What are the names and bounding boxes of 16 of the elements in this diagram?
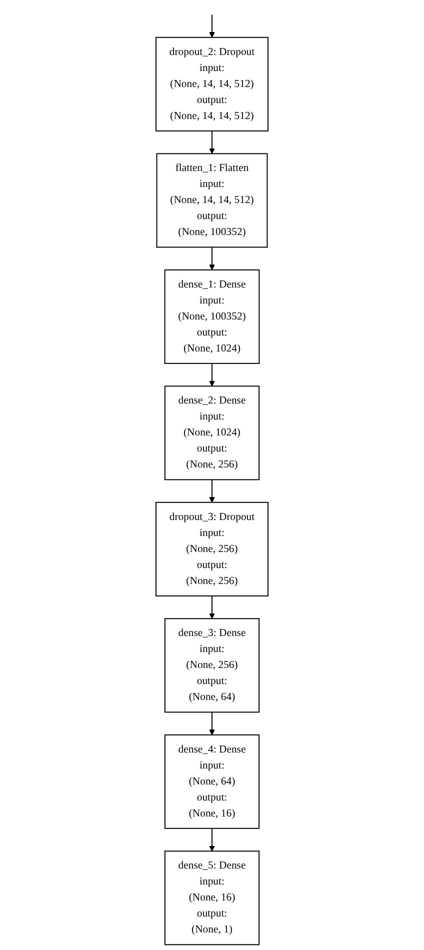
arrow [209, 828, 215, 852]
arrow [209, 595, 215, 619]
node-box: dense_1: Dense input: (None, 100352) output: (None, 1024) [164, 269, 260, 364]
node-box: dropout_3: Dropout input: (None, 256) output: (None, 256) [156, 502, 268, 596]
arrow [209, 712, 215, 736]
node-box: flatten_1: Flatten input: (None, 14, 14, 512) output: (None, 100352) [156, 153, 268, 248]
arrow [209, 246, 215, 270]
node-box: dropout_2: Dropout input: (None, 14, 14, 512) output: (None, 14, 14, 512) [156, 36, 268, 132]
node-box: dense_5: Dense input: (None, 16) output: (None, 1) [164, 850, 260, 946]
node-box: dense_4: Dense input: (None, 64) output: (None, 16) [164, 734, 260, 829]
node-box: dense_3: Dense input: (None, 256) output: (None, 64) [164, 618, 260, 713]
arrow [209, 362, 215, 386]
arrow [209, 479, 215, 503]
arrow [209, 130, 215, 154]
arrow [209, 14, 215, 38]
node-box: dense_2: Dense input: (None, 1024) output: (None, 256) [164, 386, 260, 480]
